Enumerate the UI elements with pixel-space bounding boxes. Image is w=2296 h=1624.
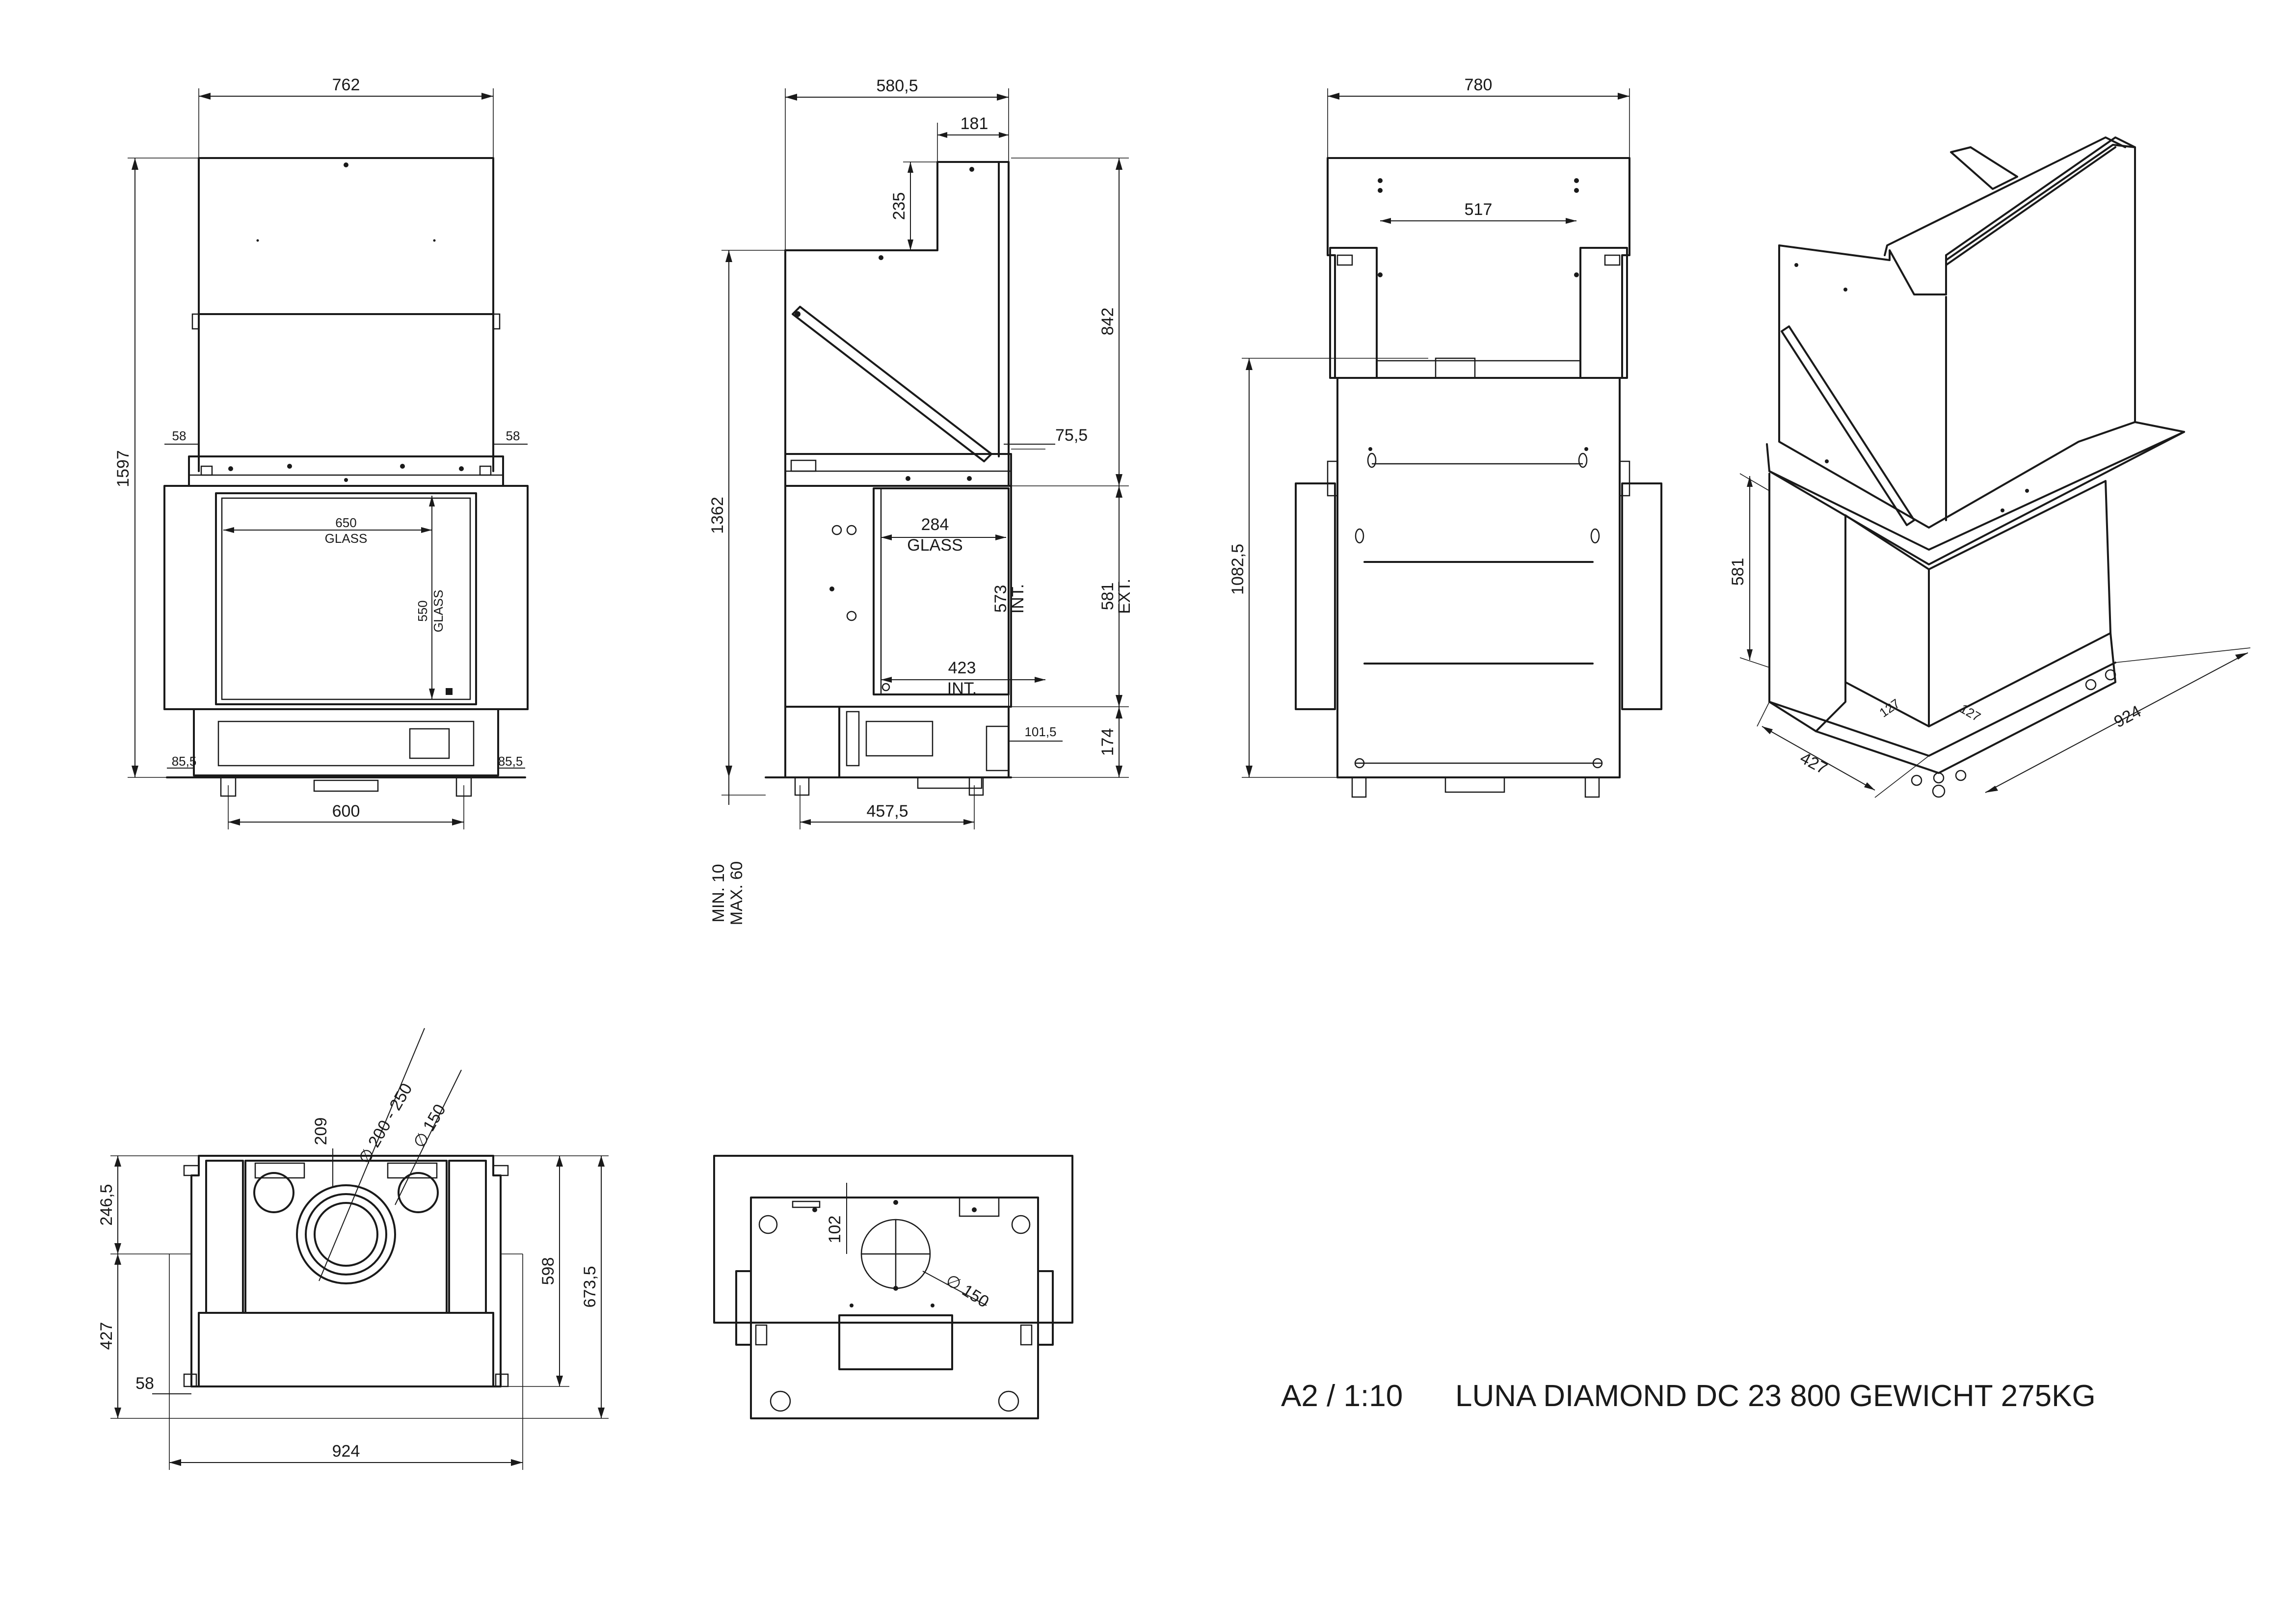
front-foot-left-dim: 85,5 xyxy=(172,754,197,769)
back-view: 780 517 xyxy=(1228,76,1662,798)
top-side-dim: 58 xyxy=(135,1374,154,1393)
int-depth-label: INT. xyxy=(947,679,977,698)
base-offset-dim: 101,5 xyxy=(1024,724,1056,739)
flue-offset-dim: 181 xyxy=(961,114,988,133)
foot-span-dim: 457,5 xyxy=(866,802,908,821)
int-height-label: INT. xyxy=(1009,584,1027,613)
front-depth-dim: 427 xyxy=(97,1322,116,1350)
front-width-dim: 762 xyxy=(332,76,360,94)
int-depth-dim: 423 xyxy=(948,659,976,677)
drawing-scale: A2 / 1:10 xyxy=(1281,1379,1403,1413)
glass-depth-label: GLASS xyxy=(907,536,962,555)
bottom-view: ∅ 150 102 xyxy=(713,1155,1073,1419)
collar-offset-dim: 209 xyxy=(312,1118,330,1145)
inlet-offset-dim: 102 xyxy=(826,1216,844,1244)
adjust-max-label: MAX. 60 xyxy=(727,861,746,925)
adjust-min-label: MIN. 10 xyxy=(709,864,728,922)
isometric-view: 581 427 924 127 127 xyxy=(1729,136,2251,798)
top-view: ∅ 200 - 250 ∅ 150 209 246,5 427 58 924 xyxy=(97,1028,609,1470)
lip-dim: 75,5 xyxy=(1055,426,1088,445)
front-base-width-dim: 600 xyxy=(332,802,360,821)
side-depth-dim: 580,5 xyxy=(876,77,918,95)
iso-height-dim: 581 xyxy=(1729,558,1747,586)
back-body-height-dim: 1082,5 xyxy=(1228,544,1247,595)
front-height-dim: 1597 xyxy=(114,450,133,487)
rear-depth-dim: 246,5 xyxy=(97,1184,116,1225)
iso-leg-b-dim: 127 xyxy=(1957,701,1983,724)
glass-height-label: GLASS xyxy=(431,590,446,633)
glass-height-dim: 550 xyxy=(415,600,430,621)
front-view: 762 1597 58 58 xyxy=(114,76,529,829)
title-block: A2 / 1:10 LUNA DIAMOND DC 23 800 GEWICHT… xyxy=(1281,1379,2096,1413)
total-depth-dim: 673,5 xyxy=(581,1266,599,1307)
flue-diameter-dim: ∅ 200 - 250 xyxy=(355,1080,416,1167)
front-foot-right-dim: 85,5 xyxy=(498,754,523,769)
front-side-left-dim: 58 xyxy=(172,428,187,443)
ext-height-dim: 581 xyxy=(1098,583,1117,611)
iso-depth-dim: 427 xyxy=(1797,748,1830,778)
int-height-dim: 573 xyxy=(991,585,1010,613)
air-diameter-dim: ∅ 150 xyxy=(410,1101,450,1151)
iso-leg-a-dim: 127 xyxy=(1876,696,1902,720)
side-view: 580,5 181 235 75,5 xyxy=(708,77,1134,925)
ext-height-label: EXT. xyxy=(1115,579,1134,614)
inner-depth-dim: 598 xyxy=(539,1257,558,1285)
side-body-height-dim: 1362 xyxy=(708,497,727,534)
glass-width-label: GLASS xyxy=(325,531,368,546)
glass-width-dim: 650 xyxy=(335,515,356,530)
base-height-dim: 174 xyxy=(1098,728,1117,756)
drawing-model-title: LUNA DIAMOND DC 23 800 GEWICHT 275KG xyxy=(1455,1379,2096,1413)
upper-height-dim: 842 xyxy=(1098,308,1117,336)
flue-step-dim: 235 xyxy=(890,192,908,220)
glass-depth-dim: 284 xyxy=(921,515,949,534)
inlet-diameter-dim: ∅ 150 xyxy=(942,1271,992,1311)
top-width-dim: 924 xyxy=(332,1442,360,1461)
back-inner-width-dim: 517 xyxy=(1465,200,1493,219)
iso-width-dim: 924 xyxy=(2111,702,2144,731)
back-width-dim: 780 xyxy=(1465,76,1493,94)
front-side-right-dim: 58 xyxy=(506,428,520,443)
